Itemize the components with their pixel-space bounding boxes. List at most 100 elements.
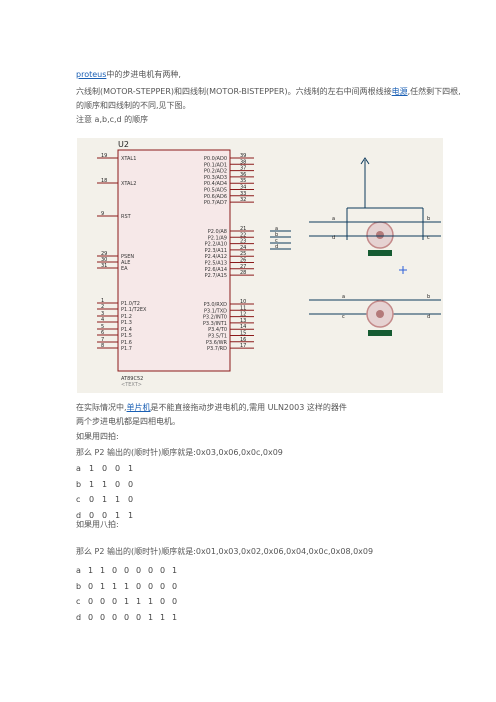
table-cell: 0 — [88, 597, 94, 606]
pin-number: 11 — [240, 305, 246, 311]
pin-name: P0.0/AD0 — [204, 156, 227, 162]
table-cell: 0 — [136, 566, 142, 575]
motor-1-label-a: a — [332, 216, 335, 222]
pin-number: 29 — [101, 251, 107, 257]
motor-1-label-c: c — [427, 235, 430, 241]
pin-number: 19 — [101, 153, 107, 159]
pin-number: 24 — [240, 245, 246, 251]
table-cell: 1 — [89, 479, 95, 489]
table-cell: 1 — [136, 597, 142, 606]
p2-wires — [270, 230, 291, 250]
proteus-link[interactable]: proteus — [76, 70, 107, 79]
pin-name: P2.3/A11 — [205, 248, 227, 254]
table-cell: d — [76, 612, 82, 622]
table-cell: 1 — [100, 581, 106, 591]
table-cell: 0 — [112, 566, 118, 575]
table-cell: 0 — [160, 566, 166, 575]
table-cell: 0 — [112, 597, 118, 606]
table-cell: 0 — [172, 581, 178, 591]
body-para-1-text-b: 是不能直接拖动步进电机的,需用 ULN2003 这样的器件 — [150, 403, 347, 412]
chip-text-label: <TEXT> — [121, 382, 142, 388]
power-link[interactable]: 电源 — [391, 87, 408, 96]
pin-name: P1.5 — [121, 333, 132, 339]
table-cell: 1 — [148, 597, 154, 606]
table-cell: c — [76, 495, 81, 504]
net-label-a: a — [275, 226, 278, 232]
pin-name: P3.4/T0 — [208, 327, 227, 333]
pin-number: 35 — [240, 178, 246, 184]
table-cell: 0 — [100, 597, 106, 606]
p2-net-labels: a b c d — [275, 226, 278, 250]
table-cell: 0 — [128, 479, 134, 489]
table-cell: 0 — [89, 495, 95, 504]
table-cell: 1 — [115, 495, 121, 504]
pin-name: P1.2 — [121, 314, 132, 320]
motor-1-label-d: d — [332, 235, 335, 241]
eight-beat-title: 如果用八拍: — [76, 520, 119, 529]
pin-number: 21 — [240, 226, 246, 232]
table-cell: 0 — [115, 464, 121, 473]
pin-name: P3.1/TXD — [204, 308, 227, 314]
motor-2-label-d: d — [427, 314, 430, 320]
pin-number: 15 — [240, 331, 246, 337]
table-cell: 0 — [115, 479, 121, 489]
pin-name: P3.6/WR — [206, 340, 228, 346]
pin-number: 30 — [101, 257, 107, 263]
table-cell: d — [76, 510, 82, 520]
net-label-d: d — [275, 244, 278, 250]
pin-name: EA — [121, 266, 128, 272]
pin-number: 39 — [240, 153, 246, 159]
table-cell: 1 — [124, 581, 130, 591]
pin-name: P0.3/AD3 — [204, 175, 227, 181]
pin-name: P0.4/AD4 — [204, 181, 227, 187]
stepper-motor-six-wire: a b d c — [309, 157, 441, 256]
pin-number: 22 — [240, 232, 246, 238]
pin-name: P3.0/RXD — [204, 302, 228, 308]
mcu-link[interactable]: 单片机 — [126, 403, 151, 412]
motor-2-label-b: b — [427, 294, 430, 300]
table-cell: 1 — [128, 464, 134, 473]
table-cell: c — [76, 597, 81, 606]
body-para-2: 两个步进电机都是四相电机。 — [76, 417, 180, 426]
pin-number: 9 — [101, 211, 104, 217]
pin-name: P0.7/AD7 — [204, 200, 227, 206]
pin-number: 5 — [101, 324, 104, 330]
chip-part-label: AT89C52 — [121, 376, 143, 382]
pin-number: 27 — [240, 264, 246, 270]
pin-number: 25 — [240, 251, 246, 257]
table-cell: 0 — [128, 495, 134, 504]
table-cell: 0 — [100, 612, 106, 622]
pin-number: 7 — [101, 337, 104, 343]
mcu-chip-body — [117, 149, 231, 372]
pin-number: 2 — [101, 304, 104, 310]
pin-name: PSEN — [121, 254, 134, 260]
pin-name: XTAL2 — [121, 181, 136, 187]
pin-number: 33 — [240, 191, 246, 197]
pin-name: ALE — [121, 260, 130, 266]
intro-line-2-text-a: 六线制(MOTOR-STEPPER)和四线制(MOTOR-BISTEPPER)。… — [76, 87, 392, 96]
pin-name: P3.2/INT0 — [203, 315, 227, 321]
pin-name: P2.4/A12 — [205, 254, 227, 260]
table-cell: 0 — [124, 566, 130, 575]
pin-name: P1.0/T2 — [121, 301, 140, 307]
pin-name: P2.1/A9 — [208, 235, 227, 241]
table-cell: 1 — [128, 510, 134, 520]
table-cell: 0 — [148, 581, 154, 591]
pin-number: 14 — [240, 324, 246, 330]
pin-name: P2.5/A13 — [205, 261, 227, 267]
pin-number: 4 — [101, 317, 104, 323]
chip-ref-label: U2 — [118, 140, 129, 149]
net-label-b: b — [275, 232, 278, 238]
pin-number: 26 — [240, 258, 246, 264]
pin-name: P0.6/AD6 — [204, 194, 227, 200]
pin-number: 18 — [101, 178, 107, 184]
pin-number: 16 — [240, 337, 246, 343]
